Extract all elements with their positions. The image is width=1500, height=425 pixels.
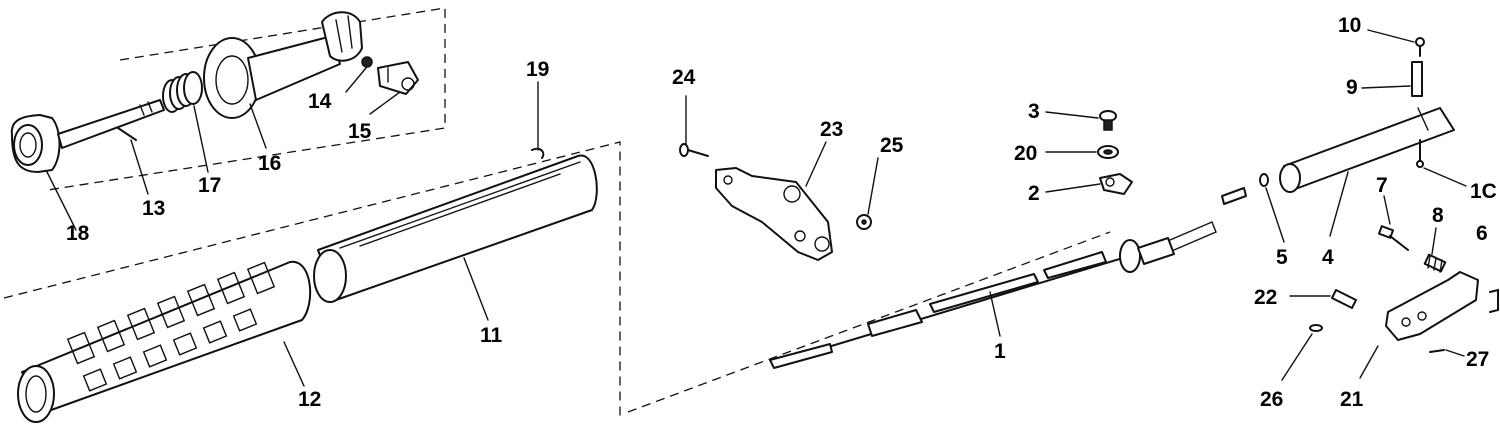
part-17-spring xyxy=(162,71,203,113)
callout-15: 15 xyxy=(348,120,372,143)
part-12-grip-sleeve xyxy=(17,260,312,423)
callout-21: 21 xyxy=(1340,388,1364,411)
callout-14: 14 xyxy=(308,90,332,113)
part-8-spring xyxy=(1423,253,1447,273)
part-22-pin xyxy=(1331,289,1357,309)
callout-27: 27 xyxy=(1466,348,1489,371)
part-10-screw-right xyxy=(1416,139,1424,168)
callout-13: 13 xyxy=(142,197,165,220)
callout-22: 22 xyxy=(1254,286,1277,309)
part-26-clip xyxy=(1309,324,1323,332)
part-20-washer xyxy=(1097,145,1119,159)
part-18-knob-shaft xyxy=(10,99,165,173)
callout-10-right: 1C xyxy=(1470,180,1497,203)
callout-2: 2 xyxy=(1028,182,1040,205)
callout-4: 4 xyxy=(1322,246,1334,269)
callout-8: 8 xyxy=(1432,204,1444,227)
part-13-pin xyxy=(117,127,137,141)
callout-12: 12 xyxy=(298,388,321,411)
callout-1: 1 xyxy=(994,340,1006,363)
callout-5: 5 xyxy=(1276,246,1288,269)
part-27-pin xyxy=(1429,349,1445,353)
part-23-bracket xyxy=(715,167,833,261)
callout-17: 17 xyxy=(198,174,221,197)
callout-9: 9 xyxy=(1346,76,1358,99)
callout-labels: 18 13 17 16 14 15 19 11 12 24 23 25 1 3 … xyxy=(66,14,1497,411)
part-1-cable xyxy=(769,187,1247,369)
callout-7: 7 xyxy=(1376,174,1388,197)
part-9-sleeve xyxy=(1411,61,1423,97)
callout-6: 6 xyxy=(1476,222,1488,245)
callout-10-top: 10 xyxy=(1338,14,1361,37)
group-boundaries xyxy=(3,7,1111,418)
part-3-screw xyxy=(1099,110,1117,131)
part-6-detail xyxy=(1489,288,1499,313)
part-19-clip xyxy=(531,147,545,159)
part-4-tube xyxy=(1279,107,1455,193)
callout-23: 23 xyxy=(820,118,843,141)
part-2-clamp xyxy=(1099,173,1133,195)
callout-26: 26 xyxy=(1260,388,1283,411)
part-24-screw xyxy=(679,143,709,157)
part-15-clevis xyxy=(377,61,419,95)
part-10-screw-top xyxy=(1415,37,1425,57)
callout-11: 11 xyxy=(480,324,503,347)
leader-lines xyxy=(46,29,1467,387)
callout-20: 20 xyxy=(1014,142,1037,165)
callout-24: 24 xyxy=(672,66,696,89)
callout-3: 3 xyxy=(1028,100,1040,123)
callout-18: 18 xyxy=(66,222,90,245)
callout-16: 16 xyxy=(258,152,281,175)
part-5-oring xyxy=(1259,173,1269,187)
part-11-tube xyxy=(313,154,598,303)
part-25-nut xyxy=(856,214,872,230)
callout-25: 25 xyxy=(880,134,904,157)
callout-19: 19 xyxy=(526,58,549,81)
part-14-ring xyxy=(361,56,373,68)
part-16-flange-tube xyxy=(203,11,363,119)
part-21-lever xyxy=(1385,271,1479,341)
part-7-bolt xyxy=(1377,225,1409,251)
